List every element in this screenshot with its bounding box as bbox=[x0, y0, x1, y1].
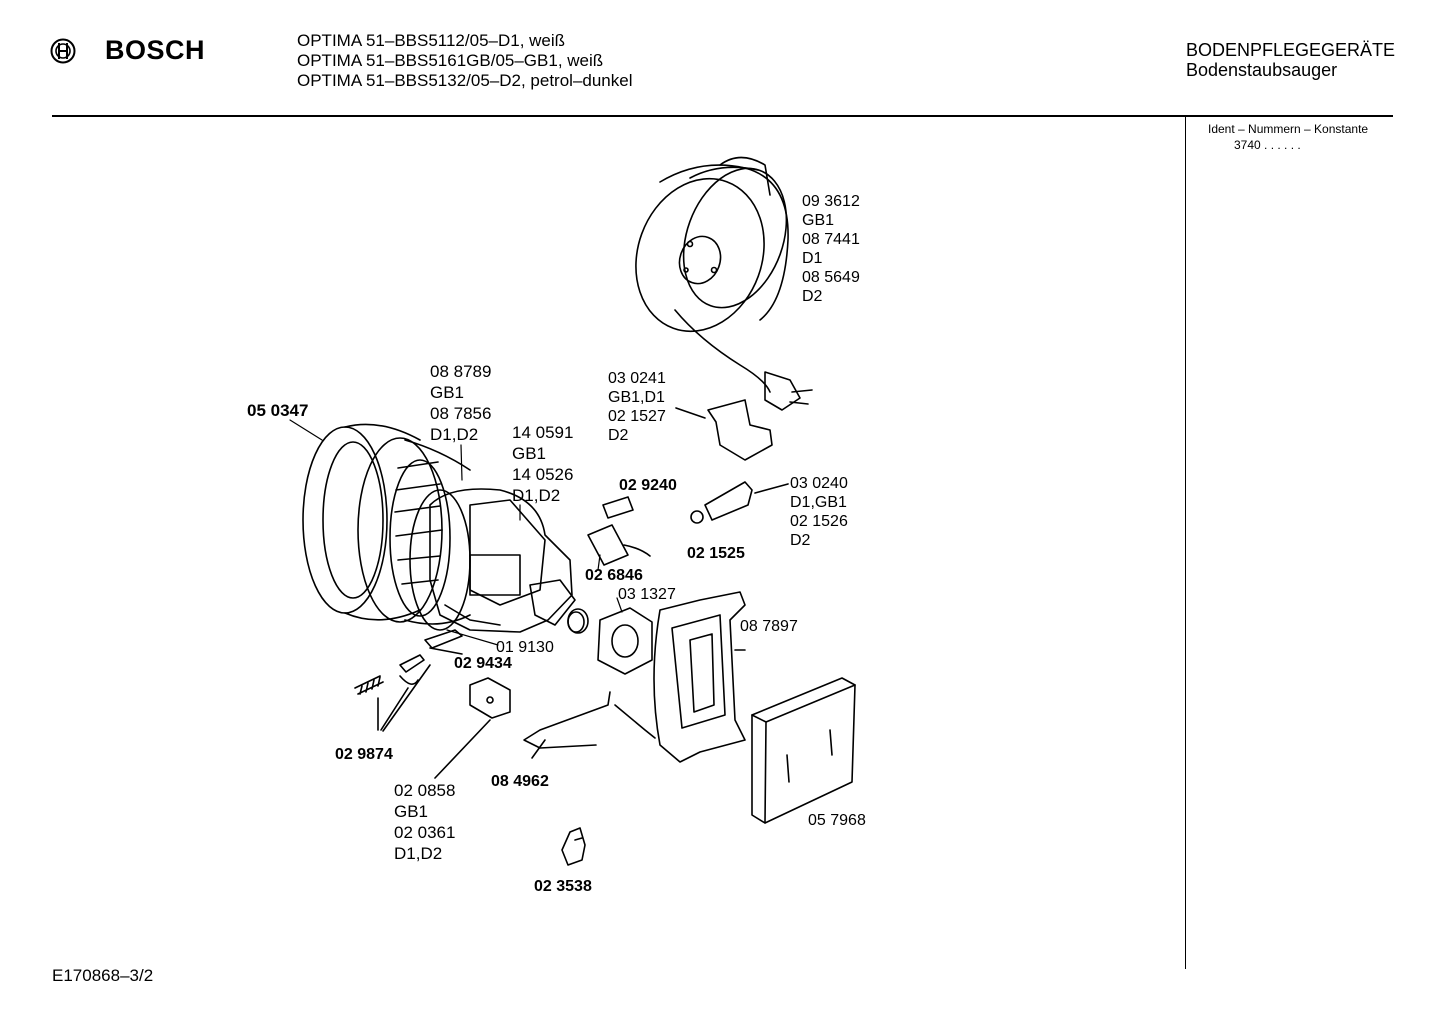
variant: GB1 bbox=[802, 212, 835, 229]
part-number: 08 7441 bbox=[802, 231, 860, 248]
model-line: OPTIMA 51–BBS5132/05–D2, petrol–dunkel bbox=[297, 71, 633, 90]
variant: GB1 bbox=[512, 444, 547, 463]
label-seal-ring: 05 0347 bbox=[247, 401, 309, 420]
filter-mat-drawing bbox=[751, 677, 856, 824]
part-number: 09 3612 bbox=[802, 193, 860, 210]
sidebar-divider bbox=[1185, 117, 1186, 969]
part-number: 08 8789 bbox=[430, 362, 492, 381]
exploded-parts-drawing bbox=[289, 156, 856, 866]
label-switch-bracket: 03 0241 GB1,D1 02 1527 D2 bbox=[608, 369, 666, 445]
spring-set-drawing bbox=[354, 654, 431, 732]
variant: GB1,D1 bbox=[608, 389, 665, 406]
header-divider bbox=[52, 115, 1393, 117]
label-terminal-board: 02 0858 GB1 02 0361 D1,D2 bbox=[394, 780, 455, 864]
label-filter-mat: 05 7968 bbox=[808, 812, 866, 829]
category-title: BODENPFLEGEGERÄTE bbox=[1186, 40, 1396, 60]
part-number: 08 5649 bbox=[802, 269, 860, 286]
bosch-logo-icon bbox=[50, 38, 76, 64]
motor-drawing bbox=[429, 488, 589, 634]
brand-name: BOSCH bbox=[105, 35, 206, 65]
switch-bracket-drawing bbox=[675, 399, 773, 461]
part-number: 02 0858 bbox=[394, 781, 456, 800]
motor-cover-drawing bbox=[302, 423, 471, 631]
leader-lines bbox=[289, 419, 623, 646]
capacitor-drawing bbox=[587, 524, 651, 566]
ident-label: Ident – Nummern – Konstante bbox=[1208, 122, 1369, 136]
document-id: E170868–3/2 bbox=[52, 966, 154, 985]
variant: D2 bbox=[608, 427, 629, 444]
part-number: 03 0240 bbox=[790, 475, 848, 492]
brush-holder-drawing bbox=[690, 481, 789, 524]
category-block: BODENPFLEGEGERÄTE Bodenstaubsauger bbox=[1186, 40, 1395, 80]
label-motor-nut: 03 1327 bbox=[618, 586, 676, 603]
bracket-wire-drawing bbox=[523, 691, 656, 759]
latch-drawing bbox=[561, 827, 586, 866]
carbon-brush-drawing bbox=[602, 496, 634, 519]
variant: D2 bbox=[802, 288, 823, 305]
filter-frame-drawing bbox=[653, 591, 746, 763]
variant: GB1 bbox=[394, 802, 429, 821]
variant: GB1 bbox=[430, 383, 465, 402]
label-brush-spring: 02 1525 bbox=[687, 545, 745, 562]
category-subtitle: Bodenstaubsauger bbox=[1186, 60, 1338, 80]
part-number: 14 0526 bbox=[512, 465, 574, 484]
label-filter-frame: 08 7897 bbox=[740, 618, 798, 635]
cable-reel-drawing bbox=[635, 156, 813, 411]
part-number: 02 1526 bbox=[790, 513, 848, 530]
part-number: 08 7856 bbox=[430, 404, 492, 423]
label-cable-reel: 09 3612 GB1 08 7441 D1 08 5649 D2 bbox=[802, 192, 860, 306]
label-washer: 01 9130 bbox=[496, 639, 554, 656]
label-capacitor: 02 6846 bbox=[585, 567, 643, 584]
part-number: 03 0241 bbox=[608, 370, 666, 387]
motor-nut-drawing bbox=[597, 607, 653, 675]
variant: D1 bbox=[802, 250, 823, 267]
model-line: OPTIMA 51–BBS5112/05–D1, weiß bbox=[297, 31, 566, 50]
variant: D1,D2 bbox=[512, 486, 561, 505]
clip-drawing bbox=[424, 629, 463, 655]
washer-drawing bbox=[567, 611, 585, 633]
model-line: OPTIMA 51–BBS5161GB/05–GB1, weiß bbox=[297, 51, 604, 70]
label-carbon-brush: 02 9240 bbox=[619, 477, 677, 494]
ident-value: 3740 . . . . . . bbox=[1234, 138, 1301, 152]
variant: D2 bbox=[790, 532, 811, 549]
label-motor-cover: 08 8789 GB1 08 7856 D1,D2 bbox=[430, 361, 491, 445]
label-brush-holder: 03 0240 D1,GB1 02 1526 D2 bbox=[790, 474, 848, 550]
label-spring-set: 02 9874 bbox=[335, 746, 393, 763]
model-list: OPTIMA 51–BBS5112/05–D1, weiß OPTIMA 51–… bbox=[297, 31, 633, 91]
label-motor-bearing: 14 0591 GB1 14 0526 D1,D2 bbox=[512, 422, 573, 506]
label-bracket-wire: 08 4962 bbox=[491, 773, 549, 790]
terminal-board-drawing bbox=[434, 677, 511, 779]
label-latch: 02 3538 bbox=[534, 878, 592, 895]
variant: D1,D2 bbox=[430, 425, 479, 444]
part-number: 02 0361 bbox=[394, 823, 456, 842]
label-clip: 02 9434 bbox=[454, 655, 512, 672]
part-number: 02 1527 bbox=[608, 408, 666, 425]
part-number: 14 0591 bbox=[512, 423, 574, 442]
variant: D1,D2 bbox=[394, 844, 443, 863]
variant: D1,GB1 bbox=[790, 494, 847, 511]
